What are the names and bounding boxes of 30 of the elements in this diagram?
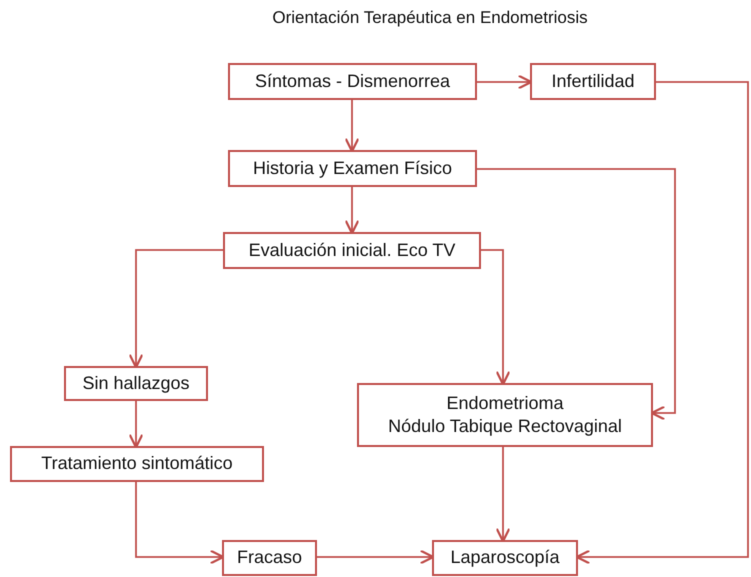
process-box [10,446,264,482]
arrow [344,100,360,152]
process-box [228,150,477,187]
process-box [357,383,653,447]
box-text: Evaluación inicial. Eco TV [248,238,456,262]
box-text: Nódulo Tabique Rectovaginal [388,415,622,438]
arrow [317,550,434,564]
arrow [344,187,360,234]
arrow [135,482,224,564]
box-text: Laparoscopía [450,546,560,570]
process-box [64,366,208,401]
process-box [228,63,477,100]
box-text: Síntomas - Dismenorrea [254,70,450,93]
diagram-title: Orientación Terapéutica en Endometriosis [271,8,589,28]
box-text: Infertilidad [551,70,635,93]
box-text: Historia y Examen Físico [252,156,452,180]
arrow [481,249,510,386]
arrow [477,74,532,90]
arrow [477,168,676,420]
process-box [530,63,656,100]
process-box [432,540,578,576]
box-text: Fracaso [236,546,302,570]
process-box [223,232,481,269]
box-text: Sin hallazgos [82,372,190,395]
arrow [496,447,510,542]
arrow [128,249,223,368]
arrow [128,401,144,448]
process-box [222,540,317,576]
box-text: Endometrioma [446,392,564,415]
box-text: Tratamiento sintomático [41,452,233,476]
